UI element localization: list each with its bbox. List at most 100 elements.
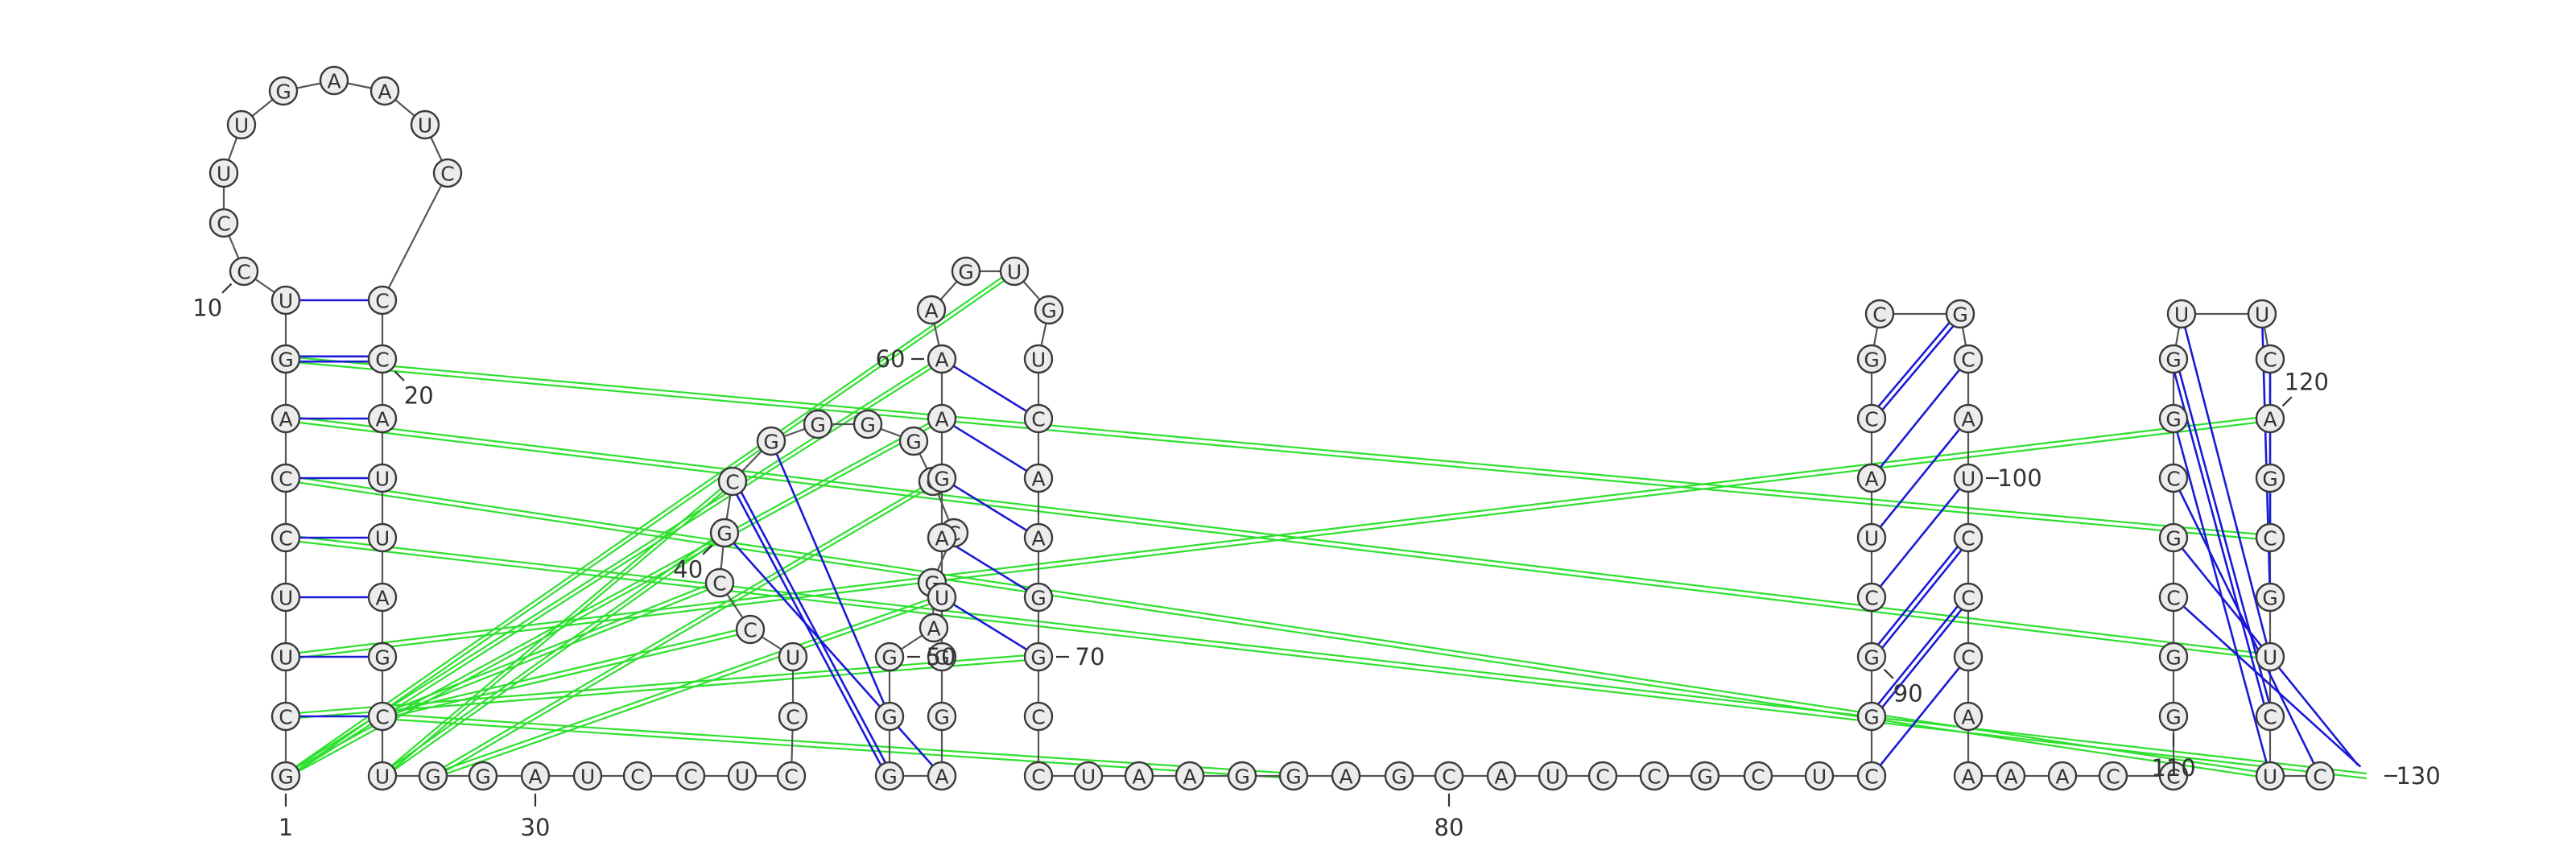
svg-text:U: U: [1961, 468, 1975, 491]
nucleotide-84: C: [1639, 761, 1670, 791]
nucleotide-25: G: [367, 642, 398, 672]
svg-text:G: G: [1391, 765, 1406, 789]
svg-text:G: G: [1864, 706, 1879, 729]
tertiary-interaction: [285, 268, 1015, 774]
nucleotide-62: G: [951, 256, 981, 287]
nucleotide-120: A: [2255, 403, 2285, 434]
svg-text:G: G: [881, 646, 897, 670]
nucleotide-69: G: [1023, 582, 1054, 613]
nucleotide-44: G: [852, 409, 883, 439]
nucleotide-10: C: [229, 256, 259, 287]
nucleotide-115: G: [2158, 403, 2189, 434]
svg-text:G: G: [374, 646, 390, 670]
svg-text:C: C: [375, 349, 389, 372]
nucleotide-71: C: [1023, 701, 1054, 732]
nucleotide-121: G: [2255, 463, 2285, 493]
nucleotide-17: U: [410, 109, 440, 140]
base-pair-au: [733, 542, 934, 767]
nucleotide-116: G: [2158, 344, 2189, 374]
position-label-20: 20: [404, 382, 434, 409]
svg-text:U: U: [935, 587, 949, 610]
svg-text:U: U: [279, 587, 293, 610]
svg-text:C: C: [683, 765, 697, 789]
svg-text:G: G: [1030, 646, 1046, 670]
base-pair-au: [2182, 605, 2362, 768]
svg-text:C: C: [2166, 765, 2180, 789]
base-pair-au: [2183, 327, 2268, 644]
svg-text:G: G: [1864, 646, 1879, 670]
nucleotide-105: A: [1953, 761, 1984, 791]
nucleotide-18: C: [432, 158, 463, 188]
svg-text:A: A: [1183, 765, 1196, 789]
position-label-90: 90: [1893, 679, 1923, 707]
nucleotide-123: G: [2255, 582, 2285, 613]
nucleotide-72: C: [1023, 761, 1054, 791]
svg-text:A: A: [327, 70, 341, 93]
base-pair-au: [952, 424, 1028, 472]
svg-text:C: C: [440, 163, 454, 186]
svg-text:U: U: [375, 765, 390, 789]
tertiary-interaction: [432, 480, 943, 779]
nucleotide-31: U: [572, 761, 603, 791]
tertiary-interaction: [382, 584, 720, 720]
base-pair-gc: [1881, 325, 1955, 410]
nucleotide-36: C: [778, 701, 808, 732]
nucleotide-57: A: [927, 522, 957, 553]
nucleotide-113: G: [2158, 522, 2189, 553]
nucleotide-83: C: [1587, 761, 1618, 791]
nucleotide-79: G: [1384, 761, 1414, 791]
svg-text:G: G: [425, 765, 440, 789]
nucleotide-3: U: [270, 642, 301, 672]
nucleotide-63: U: [999, 256, 1030, 287]
tertiary-interaction: [285, 658, 1039, 720]
svg-text:U: U: [1081, 765, 1096, 789]
svg-text:U: U: [234, 114, 249, 138]
svg-text:A: A: [375, 587, 389, 610]
svg-text:G: G: [2165, 349, 2181, 372]
nucleotide-68: A: [1023, 522, 1054, 553]
svg-text:G: G: [906, 431, 921, 454]
svg-text:C: C: [1596, 765, 1609, 789]
nucleotide-55: G: [927, 642, 957, 672]
svg-text:U: U: [1864, 527, 1879, 551]
nucleotide-8: G: [270, 344, 301, 374]
base-pair-gc: [1877, 322, 1951, 407]
nucleotide-59: A: [927, 403, 957, 434]
nucleotide-67: A: [1023, 463, 1054, 493]
svg-text:A: A: [528, 765, 542, 789]
nucleotide-89: G: [1856, 701, 1887, 732]
tertiary-interaction: [285, 273, 1015, 779]
svg-text:U: U: [279, 290, 293, 313]
nucleotide-96: C: [1864, 299, 1895, 329]
nucleotide-1: G: [270, 761, 301, 791]
svg-text:G: G: [278, 349, 293, 372]
nucleotide-125: C: [2255, 701, 2285, 732]
nucleotide-87: U: [1804, 761, 1835, 791]
svg-text:U: U: [418, 114, 432, 138]
nucleotide-28: G: [418, 761, 448, 791]
nucleotide-19: C: [367, 285, 398, 316]
nucleotide-73: U: [1073, 761, 1104, 791]
nucleotide-14: G: [268, 76, 299, 106]
position-tick: [394, 370, 405, 382]
svg-text:G: G: [881, 765, 897, 789]
nucleotide-50: G: [874, 642, 905, 672]
position-label-1: 1: [279, 814, 293, 841]
svg-text:C: C: [237, 261, 250, 284]
svg-text:U: U: [279, 646, 293, 670]
nucleotide-54: G: [927, 701, 957, 732]
base-pair-au: [952, 365, 1028, 413]
nucleotide-41: C: [717, 466, 748, 497]
nucleotide-101: C: [1953, 522, 1984, 553]
svg-text:G: G: [934, 468, 949, 491]
position-label-100: 100: [1997, 464, 2041, 492]
svg-text:C: C: [2263, 527, 2277, 551]
nucleotide-81: A: [1486, 761, 1517, 791]
svg-text:G: G: [1286, 765, 1301, 789]
nucleotide-11: C: [208, 208, 239, 238]
nucleotide-22: U: [367, 463, 398, 493]
tertiary-interaction: [285, 534, 2368, 775]
position-ticks: [221, 283, 2397, 807]
svg-text:A: A: [935, 765, 948, 789]
